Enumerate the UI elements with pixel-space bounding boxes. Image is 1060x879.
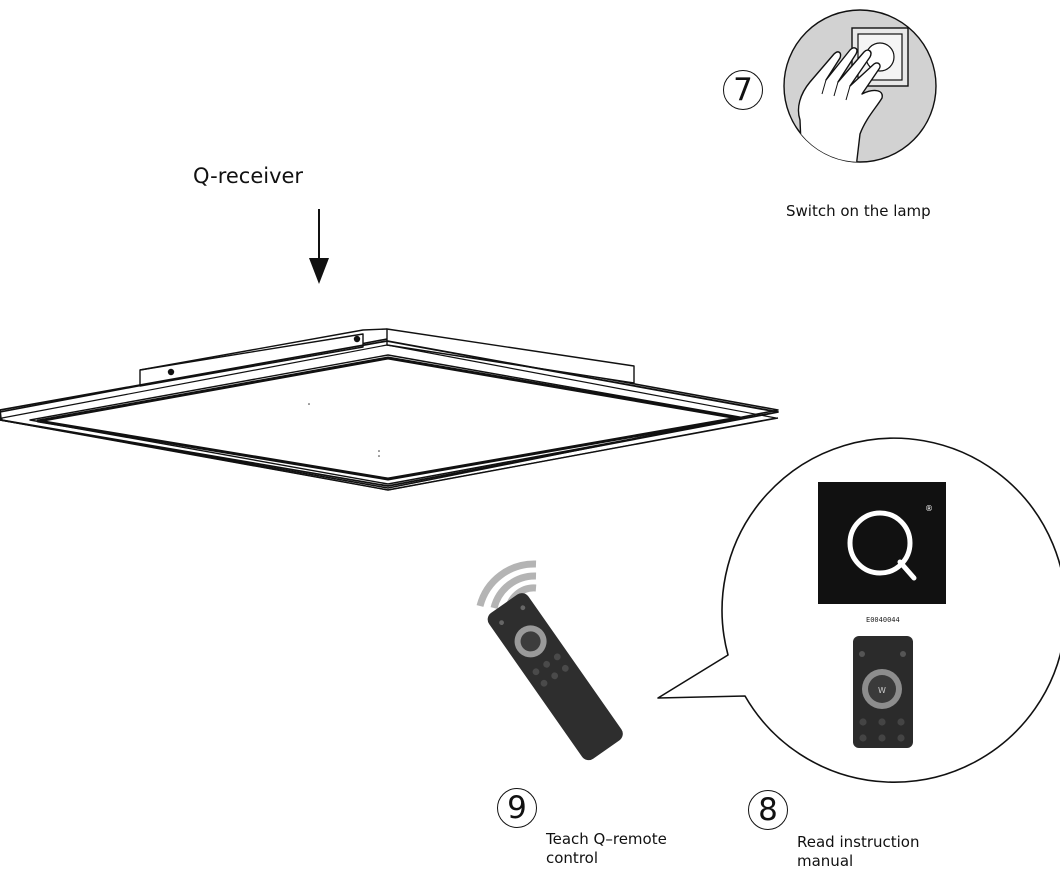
registered-mark: ® — [925, 504, 933, 513]
svg-text:W: W — [878, 686, 886, 695]
step-9-caption-line1: Teach Q–remote — [546, 830, 667, 848]
manual-code: E0040044 — [866, 616, 900, 624]
q-logo: ® — [818, 482, 946, 604]
q-receiver-label: Q-receiver — [193, 164, 304, 188]
step-9-number: 9 — [497, 788, 537, 828]
step-8-caption-line2: manual — [797, 852, 854, 870]
step-8-number: 8 — [748, 790, 788, 830]
step-8-caption: Read instruction manual — [797, 833, 919, 871]
remote-control-illustration — [476, 560, 623, 761]
step-7-number: 7 — [723, 70, 763, 110]
step-9-caption: Teach Q–remote control — [546, 830, 667, 868]
step-8-caption-line1: Read instruction — [797, 833, 920, 851]
q-logo-icon — [847, 510, 917, 581]
switch-on-illustration — [783, 9, 937, 163]
step-9-caption-line2: control — [546, 849, 598, 867]
step-7-caption: Switch on the lamp — [786, 202, 931, 220]
manual-remote-image: W — [853, 636, 913, 748]
